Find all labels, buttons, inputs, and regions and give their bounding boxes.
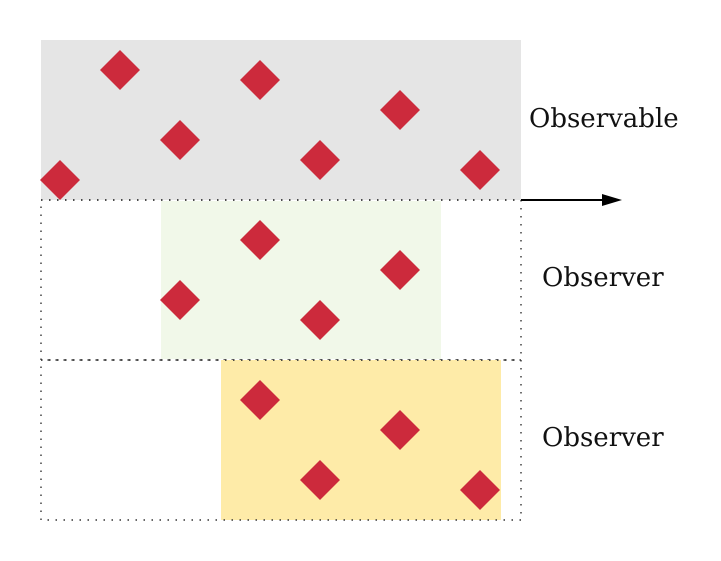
- marble-diamond: [300, 460, 340, 500]
- marble-diamond: [460, 470, 500, 510]
- observable-lane: [40, 40, 521, 200]
- marble-diamond: [100, 50, 140, 90]
- observer-2-lane: [40, 359, 522, 521]
- observer-2-label: Observer: [542, 423, 664, 453]
- observable-marbles: [40, 50, 500, 200]
- observer-1-lane: [40, 199, 522, 361]
- marble-diamond: [240, 220, 280, 260]
- marble-diamond: [240, 60, 280, 100]
- observer-1-marbles: [160, 220, 420, 340]
- marble-diamond: [300, 300, 340, 340]
- observer-1-label: Observer: [542, 263, 664, 293]
- marble-diamond: [40, 160, 80, 200]
- time-arrow-head: [602, 194, 622, 206]
- marble-diamond: [380, 410, 420, 450]
- observable-label: Observable: [529, 104, 679, 134]
- marble-diamond: [460, 150, 500, 190]
- marble-diamond: [300, 140, 340, 180]
- observer-2-subscription-window: [221, 360, 501, 520]
- marble-diamond: [160, 120, 200, 160]
- time-arrow: [521, 194, 622, 206]
- marble-diamond: [380, 250, 420, 290]
- marble-diamond: [380, 90, 420, 130]
- observer-2-marbles: [240, 380, 500, 510]
- marble-diamond: [240, 380, 280, 420]
- marble-diamond: [160, 280, 200, 320]
